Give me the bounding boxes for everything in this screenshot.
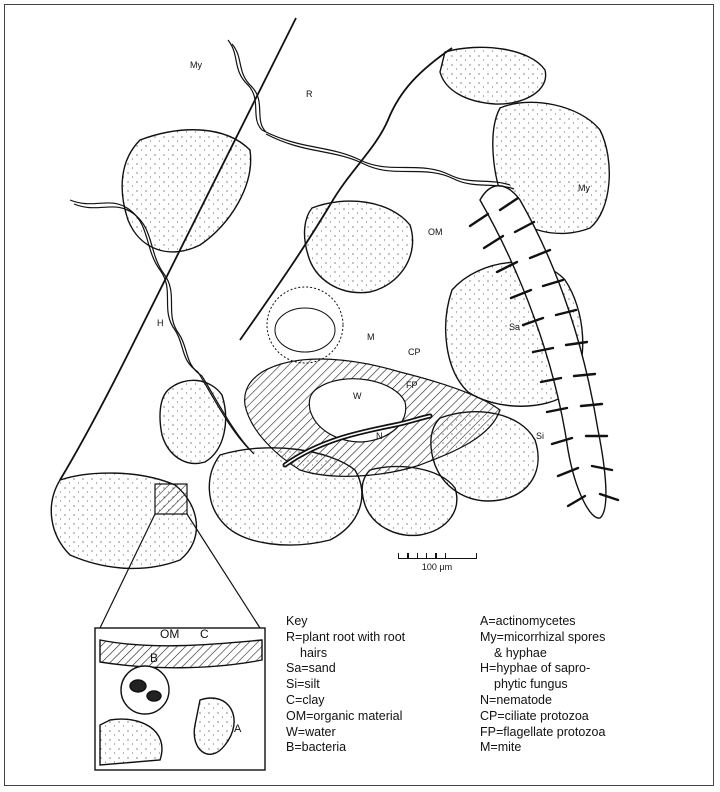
key-item: A=actinomycetes [480,614,680,630]
key-item: phytic fungus [480,677,680,693]
key-item: CP=ciliate protozoa [480,709,680,725]
key-column-2: A=actinomycetes My=micorrhizal spores & … [480,614,680,756]
key-item: W=water [286,725,466,741]
label-my-top: My [190,61,202,70]
inset-detail [95,628,265,770]
key-item: B=bacteria [286,740,466,756]
key-item: N=nematode [480,693,680,709]
label-om: OM [428,228,443,237]
label-silt: Si [536,432,544,441]
label-mite: M [367,333,375,342]
key-item: OM=organic material [286,709,466,725]
key-item: Si=silt [286,677,466,693]
key-title: Key [286,614,466,630]
key-item: My=micorrhizal spores [480,630,680,646]
scale-bar-label: 100 μm [398,562,476,572]
inset-label-a: A [234,724,241,735]
scale-bar: 100 μm [398,550,476,572]
label-root: R [306,90,313,99]
key-item: H=hyphae of sapro- [480,661,680,677]
key-item: FP=flagellate protozoa [480,725,680,741]
inset-label-om: OM [160,628,179,640]
key-item: M=mite [480,740,680,756]
label-water: W [353,392,362,401]
label-my-right: My [578,184,590,193]
scale-bar-line [398,550,476,559]
label-hyphae: H [157,319,164,328]
key-item: hairs [286,646,466,662]
key-item: & hyphae [480,646,680,662]
inset-label-b: B [150,652,158,664]
key-item: R=plant root with root [286,630,466,646]
inset-label-c: C [200,628,209,640]
label-sand: Sa [509,323,520,332]
key-item: C=clay [286,693,466,709]
label-flagellate: FP [406,381,418,390]
key-item: Sa=sand [286,661,466,677]
label-ciliate: CP [408,348,421,357]
key-column-1: Key R=plant root with root hairs Sa=sand… [286,614,466,756]
label-nematode: N [376,432,383,441]
